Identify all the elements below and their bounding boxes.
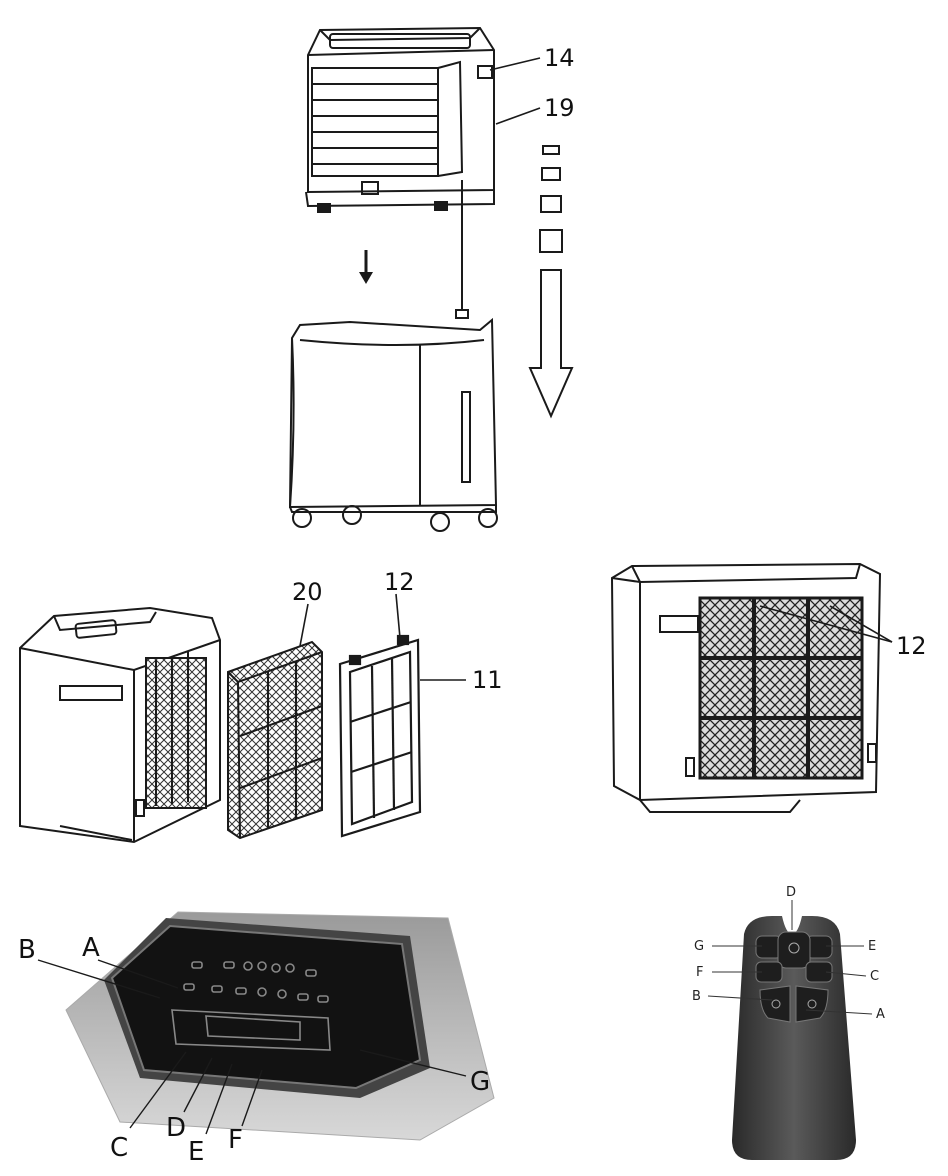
label-12-left: 12 [384,568,415,596]
remote-label-f: F [696,965,703,980]
small-down-arrow [359,250,373,284]
callout-20: 20 [292,578,323,647]
label-14: 14 [544,44,575,72]
label-19: 19 [544,94,575,122]
unit-back-view [19,606,221,844]
water-tank [288,317,498,532]
remote-label-e: E [868,939,876,954]
remote-label-a: A [876,1007,885,1022]
remote-label-b: B [692,989,701,1004]
remote-label-c: C [870,969,879,984]
unit-back-with-filter [610,562,882,813]
callout-14: 14 [489,44,575,72]
panel-label-a: A [82,933,100,963]
label-20: 20 [292,578,323,606]
callout-12-left: 12 [384,568,415,639]
panel-label-g: G [470,1067,490,1097]
panel-label-d: D [166,1113,186,1143]
remote-label-d: D [786,885,796,900]
callout-12-right: 12 [759,605,927,660]
label-12-right: 12 [896,632,927,660]
remote-callouts [707,900,873,1015]
filter-11 [338,634,422,838]
panel-label-f: F [228,1125,243,1155]
panel-label-c: C [110,1133,128,1163]
panel-label-e: E [188,1137,204,1167]
callout-11: 11 [420,666,503,694]
callout-19: 19 [495,94,575,125]
upper-unit [305,26,495,319]
big-down-arrow [528,145,574,419]
filter-20 [227,640,323,840]
label-11: 11 [472,666,503,694]
control-panel [65,911,495,1141]
remote-label-g: G [694,939,704,954]
panel-callouts [37,959,467,1135]
remote-control [732,916,856,1160]
panel-label-b: B [18,935,36,965]
